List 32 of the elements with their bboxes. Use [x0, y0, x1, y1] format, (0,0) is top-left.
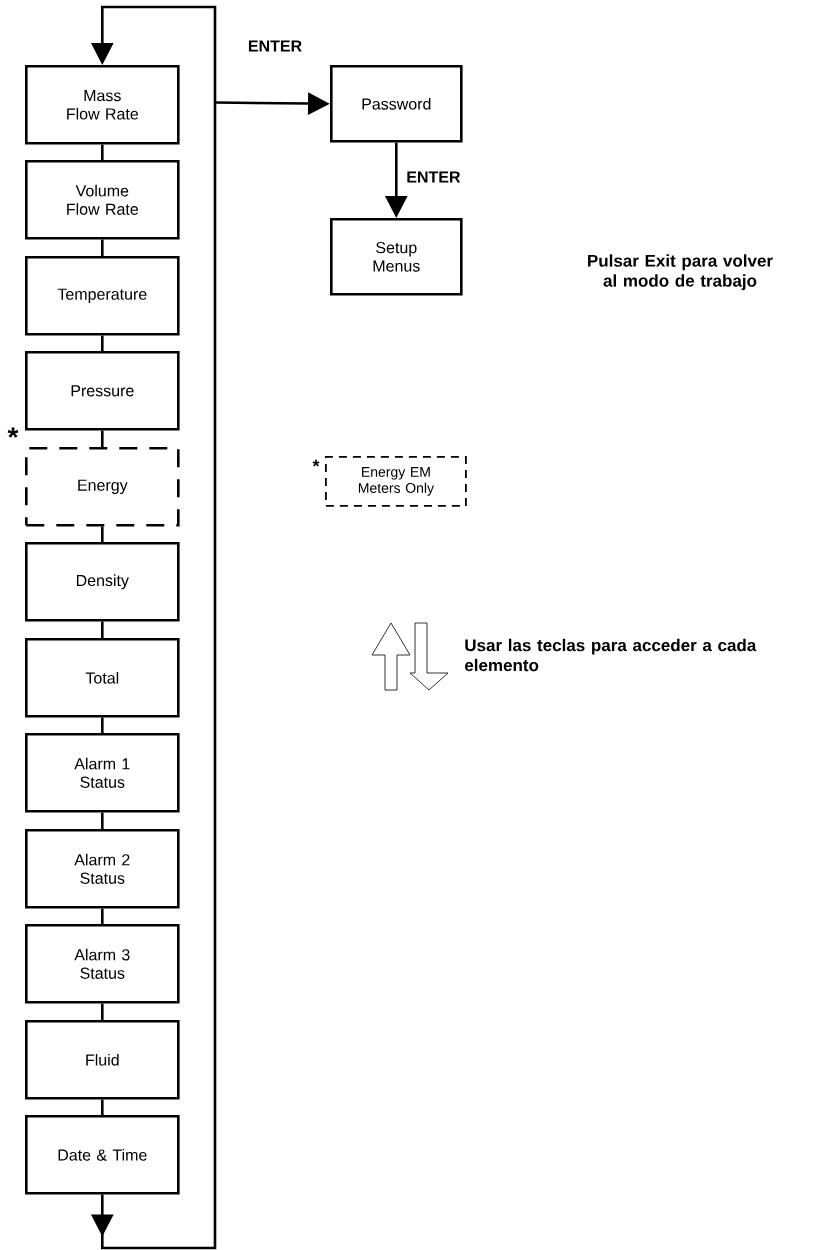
asterisk: *: [312, 459, 320, 467]
instruction-text: Usar las teclas para acceder a cada elemento: [464, 638, 757, 672]
edge-label: ENTER: [248, 40, 302, 52]
connector-line: [101, 1003, 104, 1020]
connector-line: [101, 717, 104, 733]
connector-line: [101, 144, 104, 160]
menu-box: Alarm 1 Status: [25, 733, 180, 813]
menu-box: Mass Flow Rate: [25, 65, 180, 145]
menu-box: Date & Time: [25, 1115, 180, 1195]
connector-line: [101, 908, 104, 924]
menu-box: Password: [330, 65, 463, 143]
connector-line: [101, 621, 104, 638]
menu-box: Fluid: [25, 1020, 180, 1100]
instruction-text: Pulsar Exit para volver al modo de trabajo: [588, 254, 773, 291]
menu-box: Pressure: [25, 351, 180, 431]
connector-line: [101, 430, 104, 447]
menu-box: Volume Flow Rate: [25, 160, 180, 240]
menu-box: Energy: [25, 447, 180, 527]
menu-box: Alarm 3 Status: [25, 924, 180, 1004]
connector-line: [101, 526, 104, 542]
menu-box: Alarm 2 Status: [25, 829, 180, 909]
menu-box: Total: [25, 638, 180, 718]
note-box: Energy EM Meters Only: [325, 456, 467, 507]
menu-box: Density: [25, 542, 180, 622]
connector-line: [101, 812, 104, 829]
menu-box: Temperature: [25, 256, 180, 336]
connector-line: [101, 1099, 104, 1115]
connector-line: [101, 335, 104, 351]
menu-box: Setup Menus: [330, 218, 463, 296]
asterisk: *: [7, 427, 19, 438]
edge-label: ENTER: [407, 171, 461, 183]
connector-line: [101, 239, 104, 256]
